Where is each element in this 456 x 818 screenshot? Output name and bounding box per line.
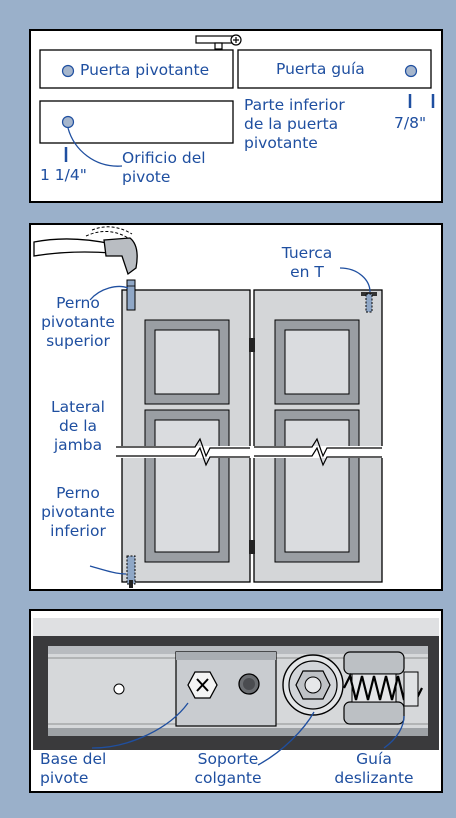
pivot-door-dot-icon — [61, 64, 75, 78]
hanger-bracket-line-2: colgante — [194, 769, 262, 787]
bottom-of-pivot-door-label: Parte inferior de la puerta pivotante — [244, 96, 345, 153]
top-pivot-pin-line-3: superior — [46, 332, 110, 350]
bottom-pivot-pin-icon — [126, 555, 136, 588]
guide-door-outline — [237, 49, 432, 89]
hanger-bracket-icon — [282, 654, 344, 716]
bottom-pivot-pin-line-3: inferior — [50, 522, 106, 540]
t-nut-icon — [361, 292, 377, 313]
pivot-hole-icon — [61, 115, 75, 129]
pivot-hole-line-1: Orificio del — [122, 149, 206, 167]
bottom-pivot-pin-line-1: Perno — [56, 484, 100, 502]
top-pivot-pin-line-2: pivotante — [41, 313, 115, 331]
measure-1-1-4-label: 1 1/4" — [40, 166, 87, 184]
hanger-bracket-label: Soporte colgante — [184, 750, 272, 788]
sliding-guide-label: Guía deslizante — [326, 750, 422, 788]
pivot-base-line-2: pivote — [40, 769, 89, 787]
pivot-base-label: Base del pivote — [40, 750, 106, 788]
top-pivot-pin-icon — [126, 279, 136, 311]
t-nut-label: Tuerca en T — [272, 244, 342, 282]
hanger-bracket-line-1: Soporte — [197, 750, 259, 768]
bottom-of-pivot-door-line-2: de la puerta — [244, 115, 339, 133]
top-pivot-pin-label: Perno pivotante superior — [34, 294, 122, 351]
jamb-side-line-1: Lateral — [51, 398, 105, 416]
t-nut-line-1: Tuerca — [281, 244, 333, 262]
top-hinge-hardware — [195, 34, 242, 50]
jamb-side-line-2: de la — [58, 417, 98, 435]
top-pivot-pin-line-1: Perno — [56, 294, 100, 312]
panel-track-hardware — [29, 609, 443, 793]
sliding-guide-icon — [343, 651, 423, 725]
pivot-hole-line-2: pivote — [122, 168, 171, 186]
pivot-base-icon — [175, 651, 277, 727]
panel-bifold-doors — [29, 223, 443, 591]
jamb-side-line-3: jamba — [53, 436, 103, 454]
sliding-guide-line-2: deslizante — [334, 769, 414, 787]
guide-door-label: Puerta guía — [276, 60, 365, 78]
bottom-pivot-pin-line-2: pivotante — [41, 503, 115, 521]
guide-door-dot-icon — [404, 64, 418, 78]
pivot-door-bottom-outline — [39, 100, 234, 144]
t-nut-line-2: en T — [290, 263, 324, 281]
panel-door-layout — [29, 29, 443, 203]
hammer-icon — [33, 226, 138, 276]
bottom-of-pivot-door-line-1: Parte inferior — [244, 96, 345, 114]
sliding-guide-line-1: Guía — [356, 750, 392, 768]
jamb-side-label: Lateral de la jamba — [34, 398, 122, 455]
measure-7-8-label: 7/8" — [394, 114, 427, 132]
bottom-of-pivot-door-line-3: pivotante — [244, 134, 318, 152]
bottom-pivot-pin-label: Perno pivotante inferior — [34, 484, 122, 541]
pivot-base-line-1: Base del — [40, 750, 107, 768]
left-door-drawing — [121, 289, 251, 583]
right-door-drawing — [253, 289, 383, 583]
pivot-hole-label: Orificio del pivote — [122, 149, 206, 187]
pivot-door-label: Puerta pivotante — [80, 61, 210, 79]
